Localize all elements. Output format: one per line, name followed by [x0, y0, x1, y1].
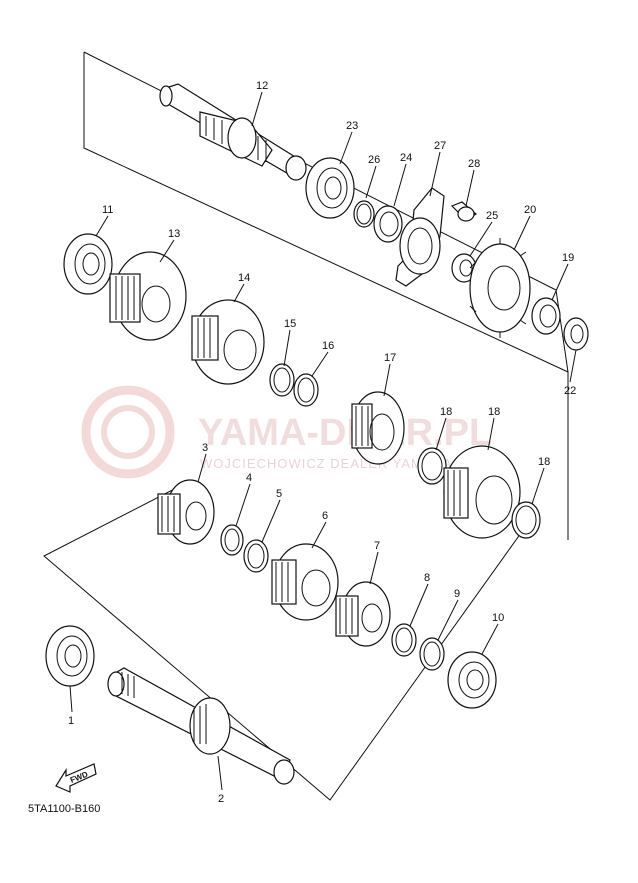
- fwd-label: FWD: [69, 770, 89, 785]
- callout-12: 12: [256, 80, 268, 92]
- output-shaft-12: [159, 83, 307, 181]
- gear-14: [191, 299, 265, 385]
- circlip-18-b: [511, 501, 541, 539]
- nut-26: [563, 317, 589, 351]
- gear-13: [109, 251, 187, 341]
- watermark-brand: YAMA-DILER.PL: [198, 412, 492, 454]
- callout-22: 25: [486, 210, 498, 222]
- callout-2: 2: [218, 793, 224, 805]
- callout-23: 26: [368, 154, 380, 166]
- callout-28: 28: [468, 158, 480, 170]
- fwd-arrow-icon: FWD: [55, 763, 97, 793]
- callout-11: 11: [102, 204, 113, 216]
- circlip-18-a: [417, 447, 447, 485]
- callout-18-a: 18: [440, 406, 452, 418]
- retainer-plate-27: [395, 187, 445, 287]
- callout-20: 23: [346, 120, 358, 132]
- gear-17: [351, 391, 405, 465]
- callout-3: 3: [202, 442, 208, 454]
- drive-sprocket-24: [469, 238, 531, 338]
- upper-assembly-frame: [83, 52, 569, 540]
- main-axle-2: [107, 667, 295, 785]
- bearing-10: [447, 651, 497, 709]
- circlip-9: [419, 637, 445, 671]
- circlip-16: [293, 373, 319, 407]
- lock-washer-25: [531, 297, 561, 335]
- bolt-28: [450, 201, 478, 222]
- leader-lines: [69, 91, 577, 791]
- callouts: 12 23 26 24 27 28 25 20 19 22 11 13 14 1…: [68, 80, 576, 805]
- gear-19: [443, 445, 521, 539]
- callout-21: 24: [400, 152, 412, 164]
- callout-24: 20: [524, 204, 536, 216]
- callout-18-b: 18: [538, 456, 550, 468]
- callout-1: 1: [68, 715, 74, 727]
- callout-8: 8: [424, 572, 430, 584]
- gear-7: [335, 581, 391, 647]
- callout-27: 27: [434, 140, 446, 152]
- callout-17: 17: [384, 352, 396, 364]
- circlip-5: [243, 539, 269, 573]
- callout-19: 18: [488, 406, 500, 418]
- gear-3: [157, 479, 215, 545]
- callout-15: 15: [284, 318, 296, 330]
- washer-4: [220, 524, 244, 556]
- callout-25: 19: [562, 252, 574, 264]
- bearing-20: [305, 157, 355, 219]
- bearing-1: [45, 625, 95, 687]
- circlip-23: [353, 200, 375, 228]
- bearing-11: [63, 233, 113, 295]
- washer-8: [391, 623, 417, 657]
- callout-13: 13: [168, 228, 180, 240]
- callout-6: 6: [322, 510, 328, 522]
- callout-16: 16: [322, 340, 334, 352]
- callout-4: 4: [246, 472, 252, 484]
- callout-10: 10: [492, 612, 504, 624]
- collar-21: [373, 205, 403, 243]
- callout-7: 7: [374, 540, 380, 552]
- gear-6: [271, 543, 339, 621]
- washer-15: [269, 363, 295, 397]
- diagram-code: 5TA1100-B160: [28, 803, 100, 815]
- callout-9: 9: [454, 588, 460, 600]
- watermark-tagline: WOJCIECHOWICZ DEALER YAMAHA: [200, 456, 453, 471]
- callout-5: 5: [276, 488, 282, 500]
- callout-26: 22: [564, 385, 576, 397]
- callout-14: 14: [238, 272, 250, 284]
